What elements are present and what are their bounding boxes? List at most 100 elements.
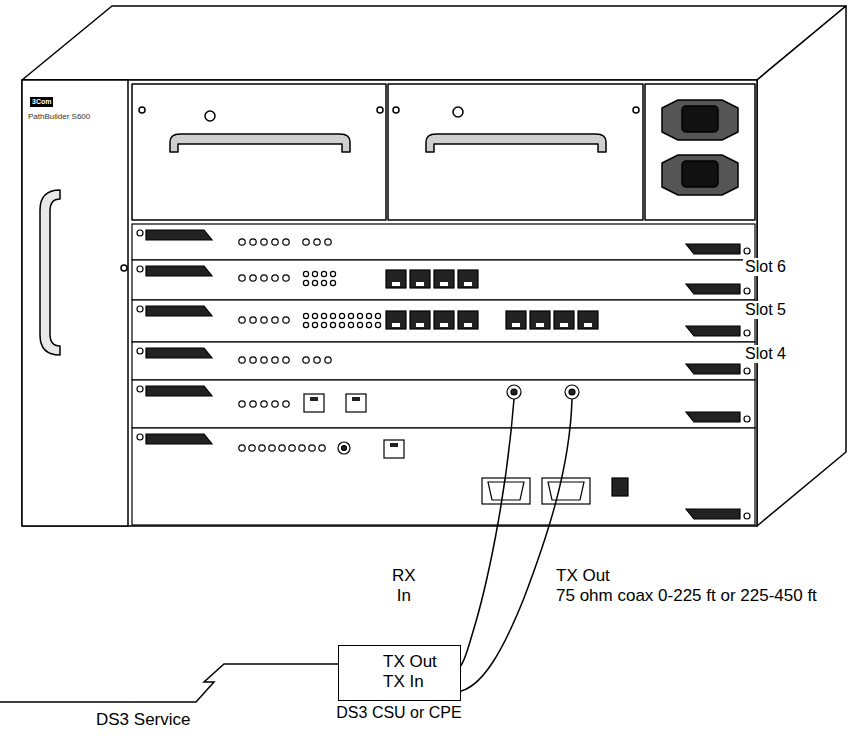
cable-label: TX Out 75 ohm coax 0-225 ft or 225-450 f… bbox=[556, 566, 817, 605]
inlet-panel bbox=[645, 84, 755, 220]
rj-port-notch bbox=[310, 397, 318, 401]
coax-connector-pin bbox=[569, 389, 575, 395]
card-faceplate bbox=[132, 224, 755, 260]
screw bbox=[744, 288, 750, 294]
screw bbox=[744, 368, 750, 374]
port-name: TX In bbox=[339, 672, 460, 692]
rj-port-notch bbox=[392, 323, 400, 327]
status-led bbox=[319, 445, 325, 451]
screw bbox=[744, 248, 750, 254]
status-led bbox=[269, 445, 275, 451]
rj-port bbox=[434, 270, 454, 288]
screw bbox=[137, 434, 143, 440]
reset-knob bbox=[342, 446, 347, 451]
rj-port bbox=[458, 311, 478, 329]
rj-port bbox=[410, 311, 430, 329]
card-ejector bbox=[146, 306, 212, 316]
status-led bbox=[303, 280, 308, 285]
rx-coax-cable bbox=[456, 399, 514, 670]
status-led bbox=[309, 445, 315, 451]
screw bbox=[121, 265, 127, 271]
rj-port bbox=[386, 311, 406, 329]
card-ejector bbox=[146, 386, 212, 396]
status-led bbox=[249, 445, 255, 451]
card-ejector bbox=[686, 284, 740, 294]
slot-label: Slot 5 bbox=[743, 301, 788, 319]
status-led bbox=[239, 401, 245, 407]
coax-connector bbox=[507, 385, 521, 399]
fiber-port bbox=[612, 478, 628, 496]
card-ejector bbox=[146, 230, 212, 240]
status-led bbox=[330, 280, 335, 285]
status-led bbox=[250, 401, 256, 407]
screw bbox=[377, 107, 383, 113]
status-led bbox=[321, 271, 326, 276]
status-led bbox=[261, 401, 267, 407]
status-led bbox=[375, 313, 380, 318]
rj-port bbox=[384, 440, 404, 458]
status-led bbox=[283, 317, 289, 323]
status-led bbox=[375, 322, 380, 327]
tx-coax-cable bbox=[456, 399, 572, 692]
card-faceplate bbox=[132, 260, 755, 300]
coax-connector bbox=[565, 385, 579, 399]
rj-port bbox=[346, 394, 366, 412]
device-name: DS3 CSU or CPE bbox=[336, 704, 461, 722]
rj-port bbox=[304, 394, 324, 412]
status-led bbox=[339, 322, 344, 327]
status-led bbox=[261, 275, 267, 281]
status-led bbox=[259, 445, 265, 451]
status-led bbox=[239, 275, 245, 281]
csu-box: TX OutTX InDS3 CSU or CPE bbox=[338, 645, 461, 701]
power-inlet bbox=[662, 100, 738, 140]
status-led bbox=[303, 322, 308, 327]
supply-indicator bbox=[453, 107, 463, 117]
screw bbox=[139, 107, 145, 113]
status-led bbox=[330, 313, 335, 318]
card-faceplate bbox=[132, 300, 755, 342]
supply-indicator bbox=[205, 111, 215, 121]
rj-port-notch bbox=[416, 323, 424, 327]
screw bbox=[137, 306, 143, 312]
status-led bbox=[261, 239, 267, 245]
screw bbox=[744, 330, 750, 336]
db9-shell bbox=[542, 478, 590, 504]
card-ejector bbox=[146, 266, 212, 276]
status-led bbox=[330, 271, 335, 276]
status-led bbox=[330, 322, 335, 327]
card-faceplate bbox=[132, 342, 755, 380]
power-inlet bbox=[682, 161, 718, 187]
status-led bbox=[250, 357, 256, 363]
ds3-service-line bbox=[0, 664, 338, 702]
status-led bbox=[272, 401, 278, 407]
status-led bbox=[239, 445, 245, 451]
status-led bbox=[348, 322, 353, 327]
status-led bbox=[321, 280, 326, 285]
door-handle bbox=[40, 190, 60, 355]
screw bbox=[137, 230, 143, 236]
rj-port-notch bbox=[560, 323, 568, 327]
status-led bbox=[283, 357, 289, 363]
status-led bbox=[312, 271, 317, 276]
db9-connector bbox=[548, 482, 584, 500]
slot-label: Slot 4 bbox=[743, 345, 788, 363]
supply-handle bbox=[170, 134, 350, 152]
rj-port-notch bbox=[584, 323, 592, 327]
card-ejector bbox=[146, 434, 212, 444]
screw bbox=[393, 107, 399, 113]
status-led bbox=[321, 322, 326, 327]
front-door bbox=[22, 80, 128, 526]
status-led bbox=[283, 401, 289, 407]
status-led bbox=[312, 280, 317, 285]
status-led bbox=[321, 313, 326, 318]
power-supply bbox=[388, 84, 643, 220]
rj-port-notch bbox=[440, 323, 448, 327]
rj-port bbox=[554, 311, 574, 329]
status-led bbox=[272, 357, 278, 363]
card-ejector bbox=[686, 412, 740, 422]
card-ejector bbox=[686, 509, 740, 519]
rj-port-notch bbox=[392, 282, 400, 286]
chassis-front bbox=[22, 80, 757, 526]
reset-knob bbox=[338, 442, 350, 454]
